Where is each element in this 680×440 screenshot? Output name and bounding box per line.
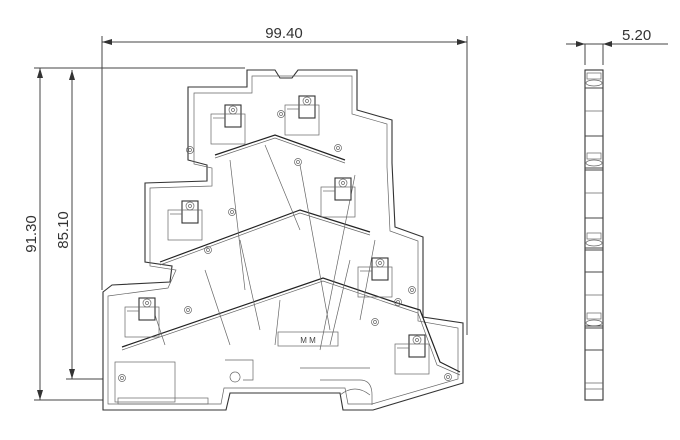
screw-clamp [210,104,246,145]
mounting-holes [118,110,452,382]
hole-icon [444,373,452,381]
screw-clamp [284,95,320,136]
terminal-block-front-view: M M [102,69,464,411]
total-height-dimension: 91.30 [23,67,245,401]
side-view: 5.20 [566,27,668,401]
hole-icon [118,374,126,382]
part-marking: M M [300,336,316,345]
hole-icon [228,208,236,216]
rail-height-label: 85.10 [55,211,72,249]
width-dimension: 99.40 [101,25,468,335]
screw-clamp [320,177,356,218]
hole-icon [334,144,342,152]
screw-clamp [394,334,430,375]
hole-icon [277,110,285,118]
side-clamp [585,152,603,169]
screw-clamp [167,200,203,241]
hole-icon [371,318,379,326]
clamp-screws [124,95,430,375]
hole-icon [408,286,416,294]
thickness-label: 5.20 [622,27,651,44]
hole-icon [184,306,192,314]
total-height-label: 91.30 [23,215,40,253]
side-clamp [585,232,603,249]
hole-icon [186,146,194,154]
side-clamp [585,72,603,89]
rail-height-dimension: 85.10 [55,70,118,380]
screw-clamp [357,257,393,298]
hole-icon [204,246,212,254]
screw-clamp [124,297,160,338]
hole-icon [394,298,402,306]
hole-icon [294,158,302,166]
width-label: 99.40 [265,25,303,42]
